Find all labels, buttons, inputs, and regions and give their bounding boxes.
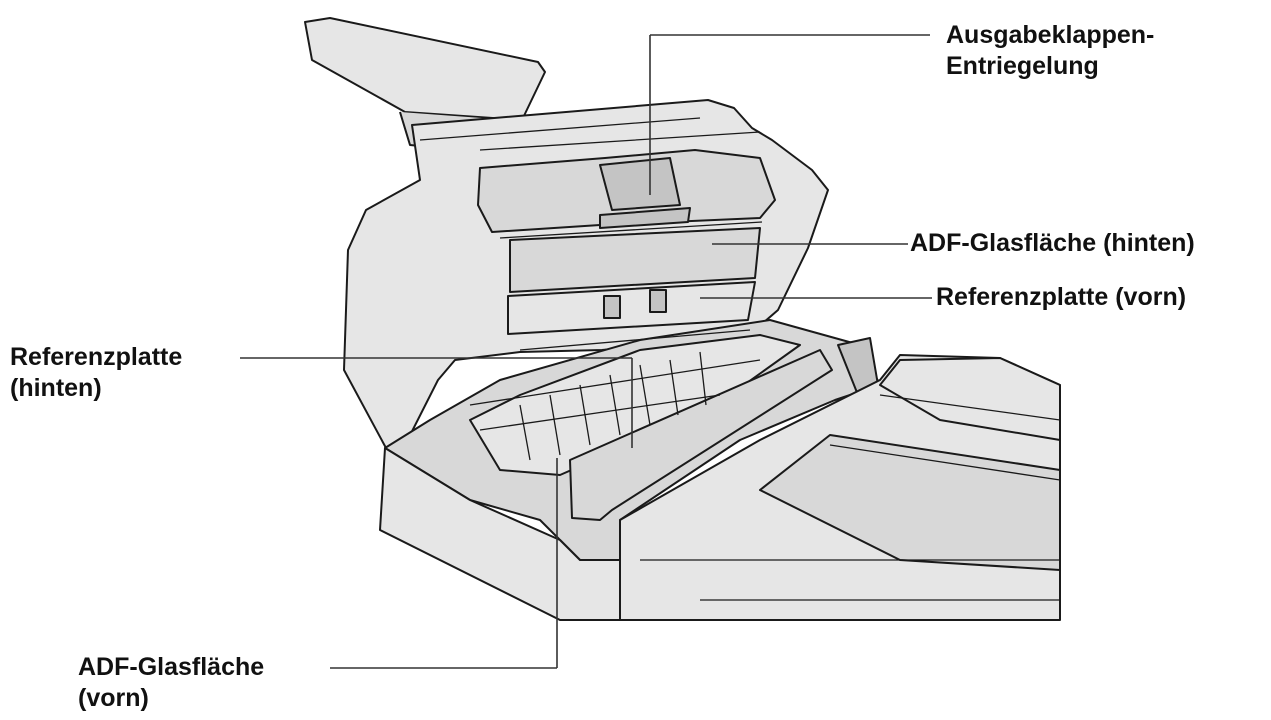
output-tray xyxy=(304,17,546,121)
leader-referenzplatte-hinten xyxy=(240,357,633,448)
feed-guide xyxy=(469,334,801,476)
label-referenzplatte-hinten-line2: (hinten) xyxy=(10,374,102,402)
flatbed-lines xyxy=(640,394,1061,601)
adf-glass-rear xyxy=(509,227,761,293)
label-adf-glasflaeche-hinten: ADF-Glasfläche (hinten) xyxy=(910,228,1195,259)
label-adf-glas-hinten-text: ADF-Glasfläche (hinten) xyxy=(910,229,1195,257)
label-ausgabeklappen-line2: Entriegelung xyxy=(946,52,1099,80)
label-referenzplatte-vorn-text: Referenzplatte (vorn) xyxy=(936,283,1187,311)
roller-strip xyxy=(599,207,691,229)
label-referenzplatte-hinten: Referenzplatte (hinten) xyxy=(10,342,182,404)
guide-arm xyxy=(569,349,833,521)
label-adf-glas-vorn-line1: ADF-Glasfläche xyxy=(78,653,265,681)
label-referenzplatte-hinten-line1: Referenzplatte xyxy=(10,343,183,371)
label-adf-glas-vorn-line2: (vorn) xyxy=(78,684,149,712)
label-adf-glasflaeche-vorn: ADF-Glasfläche (vorn) xyxy=(78,652,264,714)
label-referenzplatte-vorn: Referenzplatte (vorn) xyxy=(936,282,1186,313)
label-ausgabeklappen-line1: Ausgabeklappen- xyxy=(946,21,1155,49)
plate-clip-left xyxy=(603,295,621,319)
lid-detail-lines xyxy=(419,117,763,431)
label-ausgabeklappen-entriegelung: Ausgabeklappen- Entriegelung xyxy=(946,20,1154,82)
leader-adf-glas-vorn xyxy=(330,458,558,669)
reference-plate-front xyxy=(507,281,756,335)
leader-ausgabeklappen xyxy=(649,34,930,195)
flatbed-panel xyxy=(879,357,1061,441)
plate-clip-right xyxy=(649,289,667,313)
release-lever xyxy=(599,157,681,211)
guide-ribs xyxy=(519,351,707,461)
